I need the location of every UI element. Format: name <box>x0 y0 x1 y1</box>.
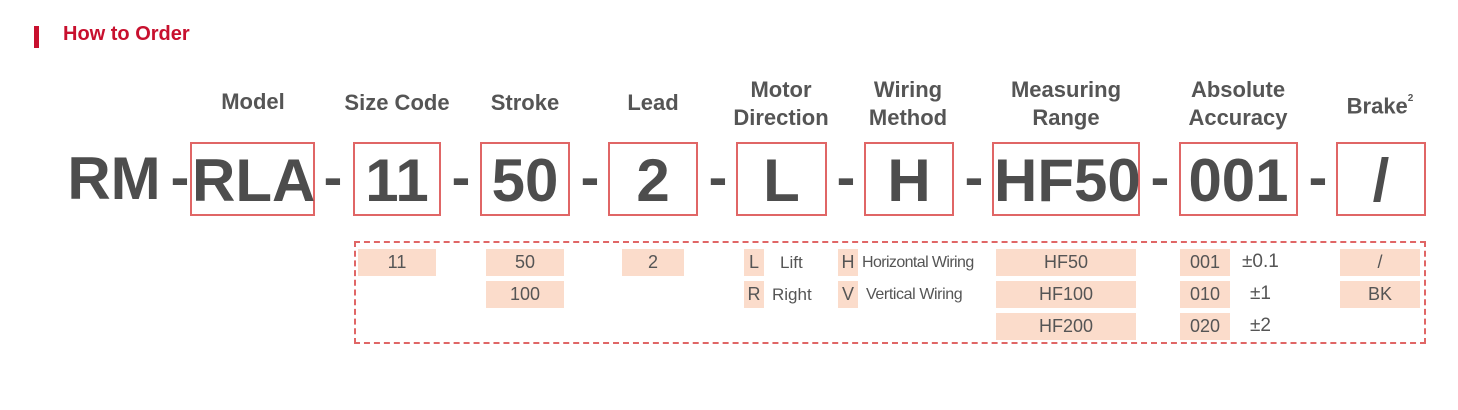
code-separator: - <box>323 145 343 208</box>
option-accuracy-code: 020 <box>1180 313 1230 340</box>
header-motor-direction-line2: Direction <box>733 105 829 130</box>
header-absolute-accuracy: Absolute Accuracy <box>1178 76 1298 132</box>
header-wiring-method: Wiring Method <box>853 76 963 132</box>
title-accent-bar <box>34 26 39 48</box>
header-size-code: Size Code <box>344 90 450 115</box>
option-motor-direction-label: Lift <box>780 253 803 272</box>
option-motor-direction-label: Right <box>772 285 812 304</box>
header-wiring-method-line2: Method <box>868 105 948 130</box>
option-measuring-range: HF200 <box>996 313 1136 340</box>
section-title: How to Order <box>63 23 190 45</box>
header-measuring-range: Measuring Range <box>996 76 1136 132</box>
option-lead: 2 <box>622 249 684 276</box>
option-stroke: 50 <box>486 249 564 276</box>
code-stroke-box: 50 <box>480 142 570 216</box>
code-separator: - <box>708 145 728 208</box>
options-panel <box>354 241 1426 344</box>
code-separator: - <box>836 145 856 208</box>
option-motor-direction-code: L <box>744 249 764 276</box>
header-measuring-range-line1: Measuring <box>1010 77 1122 102</box>
code-absolute-accuracy-box: 001 <box>1179 142 1298 216</box>
code-separator: - <box>1150 145 1170 208</box>
code-model-box: RLA <box>190 142 315 216</box>
option-accuracy-code: 001 <box>1180 249 1230 276</box>
brake-footnote-marker: 2 <box>1407 93 1414 104</box>
code-brake-box: / <box>1336 142 1426 216</box>
code-separator: - <box>170 145 190 208</box>
option-accuracy-code: 010 <box>1180 281 1230 308</box>
option-wiring-method-label: Vertical Wiring <box>866 286 963 303</box>
option-brake: / <box>1340 249 1420 276</box>
option-wiring-method-code: H <box>838 249 858 276</box>
option-motor-direction-code: R <box>744 281 764 308</box>
code-lead-box: 2 <box>608 142 698 216</box>
code-separator: - <box>1308 145 1328 208</box>
option-wiring-method-code: V <box>838 281 858 308</box>
header-model: Model <box>221 89 285 114</box>
header-brake: Brake2 <box>1340 89 1420 120</box>
option-measuring-range: HF100 <box>996 281 1136 308</box>
option-wiring-method-label: Horizontal Wiring <box>862 254 974 271</box>
option-accuracy-value: ±1 <box>1250 283 1271 304</box>
option-stroke: 100 <box>486 281 564 308</box>
code-prefix: RM <box>67 145 161 212</box>
header-absolute-accuracy-line2: Accuracy <box>1188 105 1288 130</box>
code-measuring-range-box: HF50 <box>992 142 1141 216</box>
option-measuring-range: HF50 <box>996 249 1136 276</box>
code-motor-direction-box: L <box>736 142 827 216</box>
option-accuracy-value: ±2 <box>1250 315 1271 336</box>
option-size-code: 11 <box>358 249 436 276</box>
header-lead: Lead <box>627 90 679 115</box>
header-motor-direction: Motor Direction <box>721 76 841 132</box>
header-stroke: Stroke <box>490 90 560 115</box>
header-measuring-range-line2: Range <box>1032 105 1100 130</box>
header-motor-direction-line1: Motor <box>750 77 812 102</box>
code-separator: - <box>964 145 984 208</box>
header-brake-label: Brake <box>1346 93 1408 119</box>
option-accuracy-value: ±0.1 <box>1242 251 1279 272</box>
header-wiring-method-line1: Wiring <box>873 77 943 102</box>
header-absolute-accuracy-line1: Absolute <box>1190 77 1286 102</box>
code-separator: - <box>580 145 600 208</box>
code-size-code-box: 11 <box>353 142 441 216</box>
code-wiring-method-box: H <box>864 142 954 216</box>
code-separator: - <box>451 145 471 208</box>
option-brake: BK <box>1340 281 1420 308</box>
